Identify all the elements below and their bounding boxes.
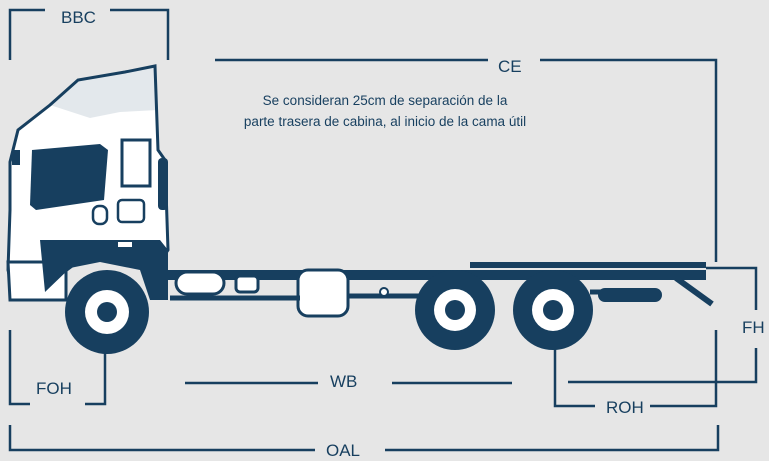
front-wheel	[65, 270, 149, 354]
oal-label: OAL	[322, 441, 365, 461]
wb-label: WB	[326, 372, 362, 392]
foh-bracket	[8, 330, 107, 406]
ce-note-line-1: Se consideran 25cm de separación de la	[262, 93, 508, 108]
fh-bracket	[568, 266, 758, 384]
ce-label: CE	[494, 57, 526, 77]
oal-bracket	[8, 425, 720, 452]
ce-note: Se consideran 25cm de separación de la p…	[230, 90, 540, 132]
roh-bracket	[553, 330, 718, 408]
foh-label: FOH	[32, 379, 76, 399]
bbc-label: BBC	[57, 8, 100, 28]
bbc-bracket	[8, 8, 170, 60]
roh-label: ROH	[602, 398, 648, 418]
ce-note-line-2: parte trasera de cabina, al inicio de la…	[243, 114, 527, 129]
rear-wheel-1	[415, 270, 495, 350]
rear-wheel-2	[513, 270, 593, 350]
fh-label: FH	[738, 318, 769, 338]
truck-illustration	[6, 64, 714, 354]
dimension-lines	[8, 8, 758, 452]
ce-bracket	[215, 58, 718, 262]
